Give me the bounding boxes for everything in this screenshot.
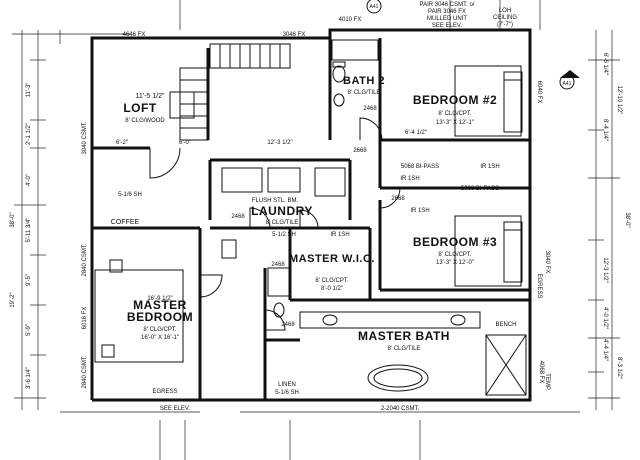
- dimension-text: 38'-0" 38'-0" 6'-6 1/4" 12'-10 1/2" 8'-4…: [10, 53, 630, 389]
- window-label: SEE ELEV.: [160, 406, 190, 412]
- window-label: 2840 CSMT.: [82, 355, 88, 388]
- door-label: 2668: [391, 196, 405, 202]
- window-label: 2840 CSMT.: [82, 243, 88, 276]
- window-label: 6040 FX: [536, 81, 542, 104]
- loft-label: LOFT: [123, 101, 156, 115]
- dimension: 38'-0": [10, 212, 16, 227]
- doors: [149, 117, 401, 331]
- exterior-walls: [90, 28, 532, 402]
- shelf-label: 5-1/6 SH: [118, 192, 142, 198]
- window-label: 6016 FX: [82, 307, 88, 330]
- window-label: 2-2040 CSMT.: [381, 406, 420, 412]
- window-label: EGRESS: [152, 389, 177, 395]
- window-label: MULLED UNIT: [427, 16, 467, 22]
- window-label: 3046 FX: [283, 32, 306, 38]
- bath2-ceiling: 8' CLG/TILE: [348, 90, 381, 96]
- door-label: 2468: [271, 262, 285, 268]
- dimension: 16'-9 1/2": [147, 296, 172, 302]
- closet-door-label: 5068 BI-PASS: [401, 164, 439, 170]
- window-label: SEE ELEV.: [432, 23, 462, 29]
- master-bedroom-label-1: MASTER: [133, 298, 187, 312]
- master-wic-size: 8'-0 1/2": [321, 286, 343, 292]
- dimension: 6'-2": [116, 140, 128, 146]
- ceiling-note: CEILING: [493, 15, 517, 21]
- door-label: 2468: [363, 106, 377, 112]
- dimension: 11'-3": [26, 83, 32, 98]
- section-markers: [366, 0, 580, 90]
- dimension: 12'-10 1/2": [616, 86, 622, 115]
- shelf-label: IR 1SH: [330, 232, 349, 238]
- bedroom3-label: BEDROOM #3: [413, 235, 497, 249]
- dimension: 8'-3 1/2": [616, 357, 622, 379]
- section-marker-label: A41: [370, 4, 379, 10]
- bench-label: BENCH: [495, 322, 516, 328]
- coffee-label: COFFEE: [111, 219, 140, 226]
- stairs: [179, 43, 291, 141]
- dimension: 5'-11 3/4": [26, 218, 32, 243]
- loft-size: 11'-5 1/2": [136, 93, 166, 100]
- dimension: 9'-5": [26, 274, 32, 286]
- fixtures: [94, 39, 527, 396]
- laundry-label: LAUNDRY: [251, 204, 313, 218]
- dimension: 3'-6 1/4": [26, 367, 32, 389]
- bedroom2-ceiling: 8' CLG/CPT.: [438, 111, 471, 117]
- shelf-label: IR 1SH: [480, 164, 499, 170]
- dimension-lines: [12, 0, 620, 460]
- dimension: 38'-0": [624, 212, 630, 227]
- shelf-label: 5-1/2 SH: [272, 232, 296, 238]
- dimension: 4'-0": [26, 174, 32, 186]
- window-label: 3040 CSMT.: [82, 121, 88, 154]
- dimension: 4'-4 1/4": [602, 339, 608, 361]
- dimension: 6'-4 1/2": [405, 130, 427, 136]
- bath2-label: BATH 2: [343, 75, 385, 87]
- door-label: 2468: [281, 322, 295, 328]
- window-label: EGRESS: [536, 273, 542, 298]
- master-bath-label: MASTER BATH: [358, 329, 450, 343]
- loft-ceiling: 8' CLG/WOOD: [125, 118, 165, 124]
- bedroom3-ceiling: 8' CLG/CPT.: [438, 252, 471, 258]
- shelf-label: IR 1SH: [400, 176, 419, 182]
- window-label: 3040 FX: [544, 251, 550, 274]
- interior-walls: [92, 38, 530, 400]
- dimension: 4'-0 1/2": [602, 307, 608, 329]
- master-bath-ceiling: 8' CLG/TILE: [388, 346, 421, 352]
- door-label: 2668: [353, 148, 367, 154]
- dimension: 5'-9": [26, 324, 32, 336]
- bedroom2-label: BEDROOM #2: [413, 93, 497, 107]
- closet-door-label: 5068 BI-PASS: [461, 186, 499, 192]
- shelf-label: IR 1SH: [410, 208, 429, 214]
- dimension: 12'-3 1/2": [267, 140, 292, 146]
- linen-label: 5-1/6 SH: [275, 390, 299, 396]
- annotations: 4646 FX 3046 FX 4010 FX PAIR 3046 CSMT. …: [82, 2, 572, 412]
- master-bedroom-label-2: BEDROOM: [127, 310, 193, 324]
- section-marker-label: A41: [563, 81, 572, 87]
- bedroom2-size: 13'-3" X 12'-1": [436, 120, 474, 126]
- window-label: 4646 FX: [123, 32, 146, 38]
- dimension: 6'-0": [179, 140, 191, 146]
- master-bedroom-ceiling: 8' CLG/CPT.: [143, 327, 176, 333]
- ceiling-note: (7'-7"): [497, 22, 513, 28]
- laundry-note: FLUSH STL. BM.: [252, 198, 299, 204]
- bedroom3-size: 13'-3" X 12'-0": [436, 260, 474, 266]
- master-bedroom-size: 16'-0" X 16'-1": [141, 335, 179, 341]
- dimension: 8'-4 1/4": [602, 119, 608, 141]
- master-wic-ceiling: 8' CLG/CPT.: [315, 278, 348, 284]
- dimension: 19'-2": [10, 292, 16, 307]
- master-wic-label: MASTER W.I.C.: [289, 253, 375, 265]
- dimension: 2'-1 1/2": [26, 123, 32, 145]
- dimension: 12'-3 1/2": [602, 257, 608, 282]
- window-label: 4068 FX: [538, 361, 544, 384]
- ceiling-note: LOH: [499, 8, 511, 14]
- dimension: 6'-6 1/4": [602, 53, 608, 75]
- window-label: TEMP.: [544, 373, 550, 391]
- laundry-ceiling: 8' CLG/TILE: [266, 220, 299, 226]
- linen-label: LINEN: [278, 382, 296, 388]
- window-label: PAIR 3046 FX: [428, 9, 466, 15]
- door-label: 2468: [231, 214, 245, 220]
- window-label: 4010 FX: [339, 17, 362, 23]
- window-label: PAIR 3046 CSMT. o/: [420, 2, 475, 8]
